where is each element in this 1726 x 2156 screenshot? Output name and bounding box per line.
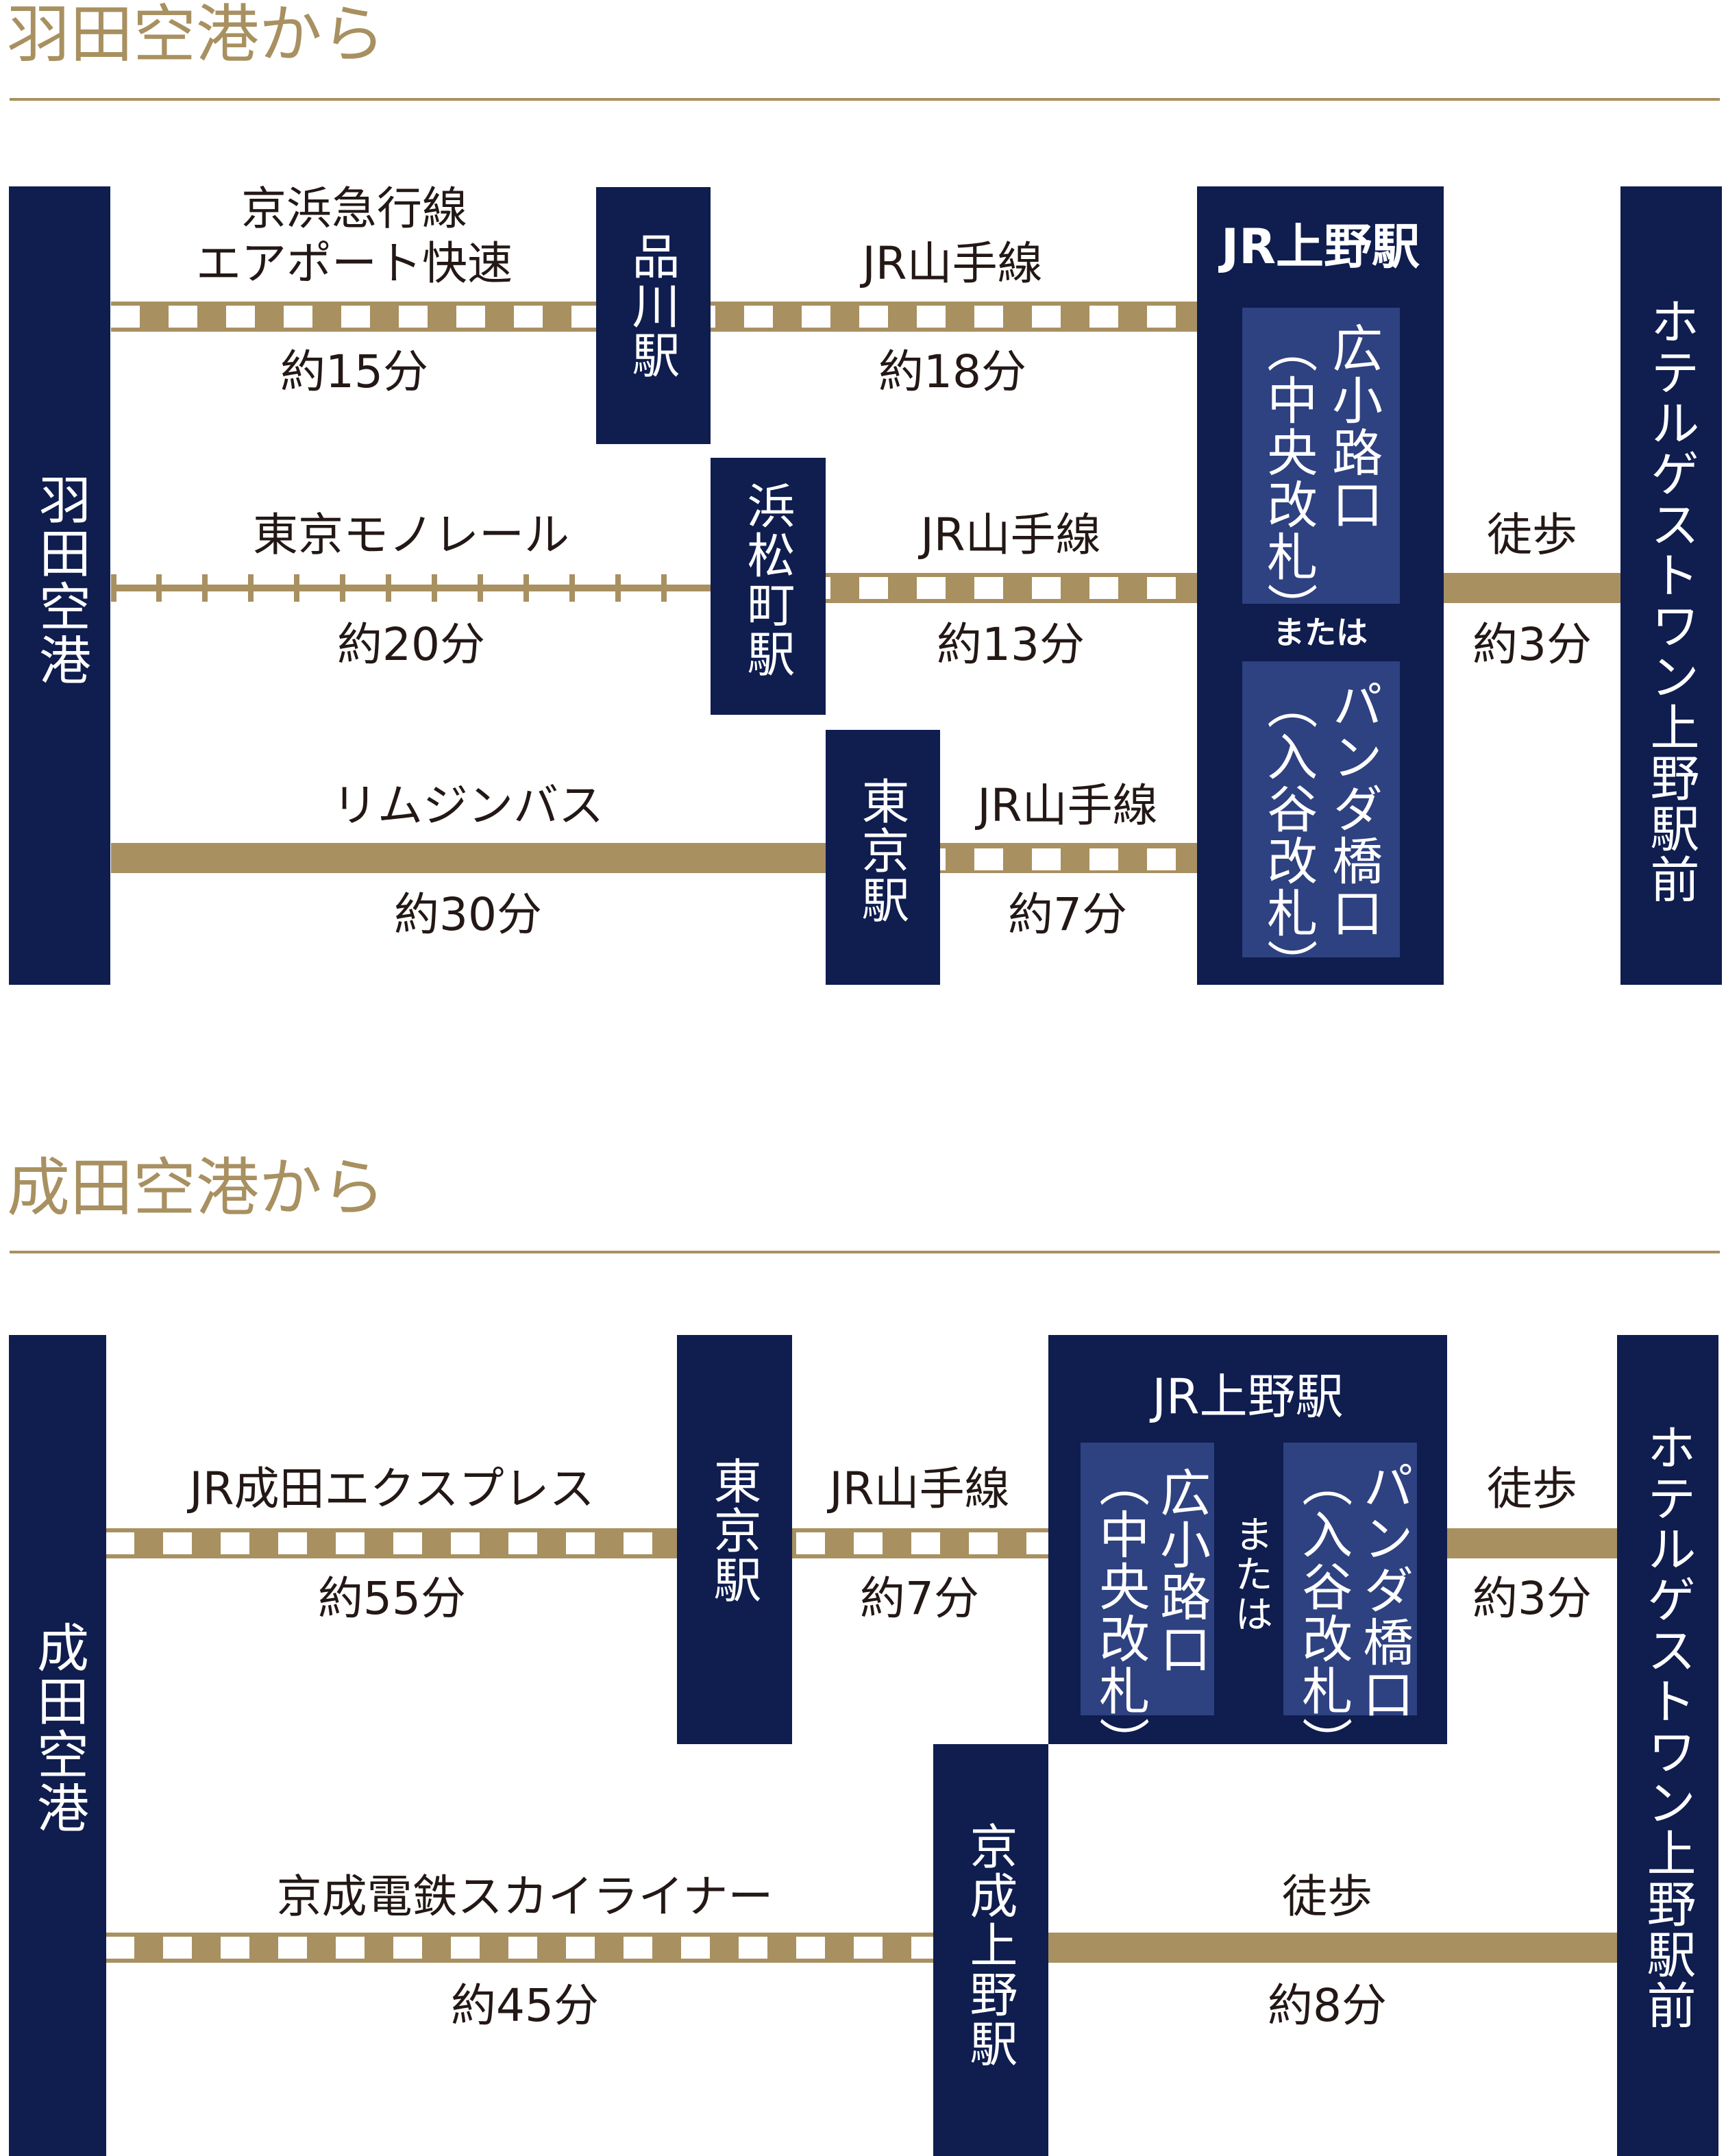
monorail-line-base — [111, 585, 711, 591]
gate-panda-sub-narita: （入谷改札） — [1293, 1456, 1353, 1769]
gate-hirokoji-name-narita: 広小路口 — [1151, 1467, 1211, 1675]
transfer-label-tokyo: 東京駅 — [854, 776, 910, 924]
origin-bar-narita — [9, 1335, 106, 2156]
gate-hirokoji-sub-narita: （中央改札） — [1090, 1456, 1150, 1769]
destination-bar-narita — [1617, 1335, 1718, 2156]
limousine-bus-line — [111, 843, 826, 873]
origin-label-haneda: 羽田空港 — [30, 473, 91, 687]
transfer-station-shinagawa — [596, 187, 711, 444]
transfer-station-tokyo-narita — [677, 1335, 792, 1744]
route-name-yamanote-narita: JR山手線 — [829, 1462, 1010, 1515]
transfer-label-tokyo-narita: 東京駅 — [706, 1456, 762, 1604]
gate-hirokoji-haneda — [1242, 308, 1400, 604]
gate-hirokoji-sub: （中央改札） — [1258, 322, 1318, 635]
gate-panda-sub: （入谷改札） — [1258, 678, 1318, 991]
route-time-keikyu: 約15分 — [280, 345, 428, 398]
keikyu-line — [111, 302, 597, 332]
transfer-label-shinagawa: 品川駅 — [624, 232, 680, 380]
route-name-narita-express: JR成田エクスプレス — [189, 1462, 595, 1515]
yamanote-line-1 — [709, 302, 1197, 332]
ueno-station-label-narita: JR上野駅 — [1152, 1369, 1344, 1425]
transfer-label-keisei-ueno: 京成上野駅 — [962, 1822, 1018, 2068]
origin-bar-haneda — [9, 186, 110, 985]
destination-label-haneda: ホテルゲストワン上野駅前 — [1642, 296, 1699, 905]
route-time-bus: 約30分 — [394, 888, 542, 941]
route-time-monorail: 約20分 — [337, 618, 485, 671]
gate-panda-haneda — [1242, 661, 1400, 957]
walk-line-narita-2 — [1047, 1933, 1617, 1963]
route-time-yamanote-3: 約7分 — [1008, 888, 1127, 941]
route-name-skyliner: 京成電鉄スカイライナー — [276, 1870, 774, 1923]
or-label-narita: または — [1228, 1515, 1273, 1634]
ueno-station-label-haneda: JR上野駅 — [1221, 219, 1420, 275]
yamanote-line-narita — [791, 1528, 1048, 1558]
section-title-haneda: 羽田空港から — [7, 0, 386, 71]
or-label-haneda: または — [1273, 614, 1368, 651]
yamanote-line-3 — [939, 843, 1197, 873]
route-name-bus: リムジンバス — [332, 779, 604, 832]
monorail-line-ticks — [111, 574, 667, 602]
transfer-station-keisei-ueno — [933, 1744, 1048, 2156]
walk-time-haneda: 約3分 — [1472, 618, 1592, 671]
transfer-station-hamamatsucho — [711, 458, 826, 715]
walk-label-haneda: 徒歩 — [1487, 509, 1577, 561]
transfer-station-tokyo — [826, 730, 940, 985]
walk-time-narita-2: 約8分 — [1268, 1979, 1387, 2032]
walk-label-narita-2: 徒歩 — [1282, 1870, 1372, 1923]
route-name-yamanote-3: JR山手線 — [977, 779, 1158, 832]
destination-label-narita: ホテルゲストワン上野駅前 — [1638, 1422, 1696, 2031]
gate-panda-name-narita: パンダ橋口 — [1354, 1460, 1414, 1720]
haneda-lines — [111, 302, 1620, 873]
gate-panda-narita — [1283, 1443, 1417, 1715]
gate-hirokoji-name: 広小路口 — [1323, 322, 1383, 530]
section-title-narita: 成田空港から — [7, 1151, 386, 1225]
walk-line-narita-1 — [1447, 1528, 1617, 1558]
route-name-keikyu-1: 京浜急行線 — [241, 182, 467, 235]
walk-label-narita-1: 徒歩 — [1487, 1462, 1577, 1515]
route-name-yamanote-2: JR山手線 — [920, 509, 1101, 561]
skyliner-line — [106, 1933, 933, 1963]
route-time-yamanote-1: 約18分 — [878, 345, 1026, 398]
gate-panda-name: パンダ橋口 — [1323, 678, 1383, 939]
walk-line-haneda — [1444, 573, 1620, 603]
destination-bar-haneda — [1620, 186, 1722, 985]
route-time-skyliner: 約45分 — [451, 1979, 599, 2032]
section-divider — [10, 98, 1720, 101]
route-name-yamanote-1: JR山手線 — [862, 237, 1043, 290]
origin-label-narita: 成田空港 — [28, 1621, 89, 1835]
section-divider — [10, 1251, 1720, 1253]
yamanote-line-2 — [824, 573, 1197, 603]
walk-time-narita-1: 約3分 — [1472, 1572, 1592, 1625]
narita-express-line — [106, 1528, 678, 1558]
transfer-label-hamamatsucho: 浜松町駅 — [739, 481, 796, 678]
gate-hirokoji-narita — [1081, 1443, 1214, 1715]
route-name-keikyu-2: エアポート快速 — [196, 237, 513, 290]
route-time-yamanote-narita: 約7分 — [860, 1572, 979, 1625]
route-name-monorail: 東京モノレール — [253, 509, 569, 561]
route-time-yamanote-2: 約13分 — [937, 618, 1085, 671]
route-time-narita-express: 約55分 — [318, 1572, 466, 1625]
